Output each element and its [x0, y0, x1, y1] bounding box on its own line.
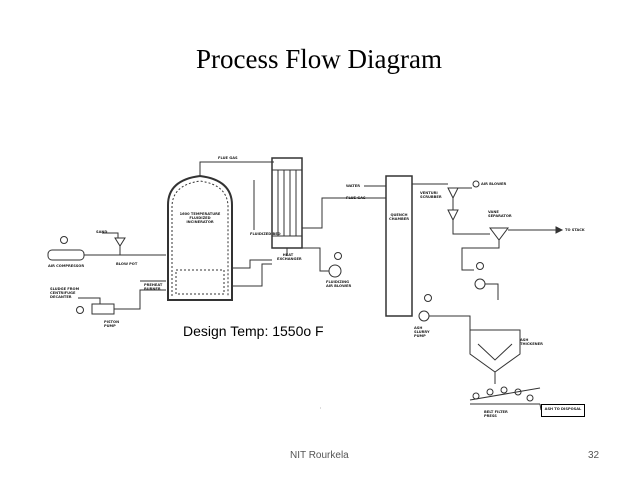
label-ash-thickener: ASH THICKENER: [520, 338, 543, 347]
design-temp-note: Design Temp: 1550o F: [183, 323, 324, 339]
vane-separator: [489, 227, 509, 241]
label-belt-filter-press: BELT FILTER PRESS: [484, 410, 508, 419]
ash-thickener: [469, 329, 521, 373]
label-air-blower: AIR BLOWER: [481, 182, 507, 186]
label-fluidized-bed: FLUIDIZED BED: [250, 232, 281, 236]
incinerator-vessel: [167, 174, 233, 301]
footer-institution: NIT Rourkela: [290, 450, 349, 461]
slide-title: Process Flow Diagram: [196, 44, 442, 74]
air-compressor: [47, 249, 85, 261]
fluidizing-air-blower: [328, 264, 342, 278]
venturi-scrubber: [447, 187, 459, 200]
blow-pot: [114, 237, 126, 247]
label-sand: SAND: [96, 230, 108, 234]
label-piston-pump: PISTON PUMP: [104, 320, 120, 329]
quench-chamber: [385, 175, 413, 317]
belt-filter-press: [469, 386, 541, 405]
ash-slurry-pump: [418, 310, 430, 322]
air-blower: [472, 180, 480, 188]
label-air-compressor: AIR COMPRESSOR: [48, 264, 85, 268]
label-venturi-scrubber: VENTURI SCRUBBER: [420, 191, 442, 200]
label-fluidizing-air-blower: FLUIDIZING AIR BLOWER: [326, 280, 352, 289]
label-preheat-burner: PREHEAT BURNER: [144, 283, 163, 292]
label-sludge-from-centrifuge: SLUDGE FROM CENTRIFUGE DECANTER: [50, 287, 80, 300]
label-incinerator: 1600 TEMPERATURE FLUIDIZED INCINERATOR: [179, 212, 221, 225]
label-flue-gas-mid: FLUE GAS: [346, 196, 366, 200]
label-vane-separator: VANE SEPARATOR: [488, 210, 512, 219]
label-to-stack: TO STACK: [565, 228, 585, 232]
label-ash-slurry-pump: ASH SLURRY PUMP: [414, 326, 430, 339]
flue-gas-line: [199, 161, 274, 176]
piston-pump: [91, 303, 115, 315]
label-quench-chamber: QUENCH CHAMBER: [389, 213, 409, 222]
label-blow-pot: BLOW POT: [116, 262, 138, 266]
label-water: WATER: [346, 184, 360, 188]
page-number: 32: [588, 450, 600, 461]
label-ash-to-disposal: ASH TO DISPOSAL: [541, 404, 585, 417]
label-heat-exchanger: HEAT EXCHANGER: [277, 253, 302, 262]
label-flue-gas-top: FLUE GAS: [218, 156, 238, 160]
